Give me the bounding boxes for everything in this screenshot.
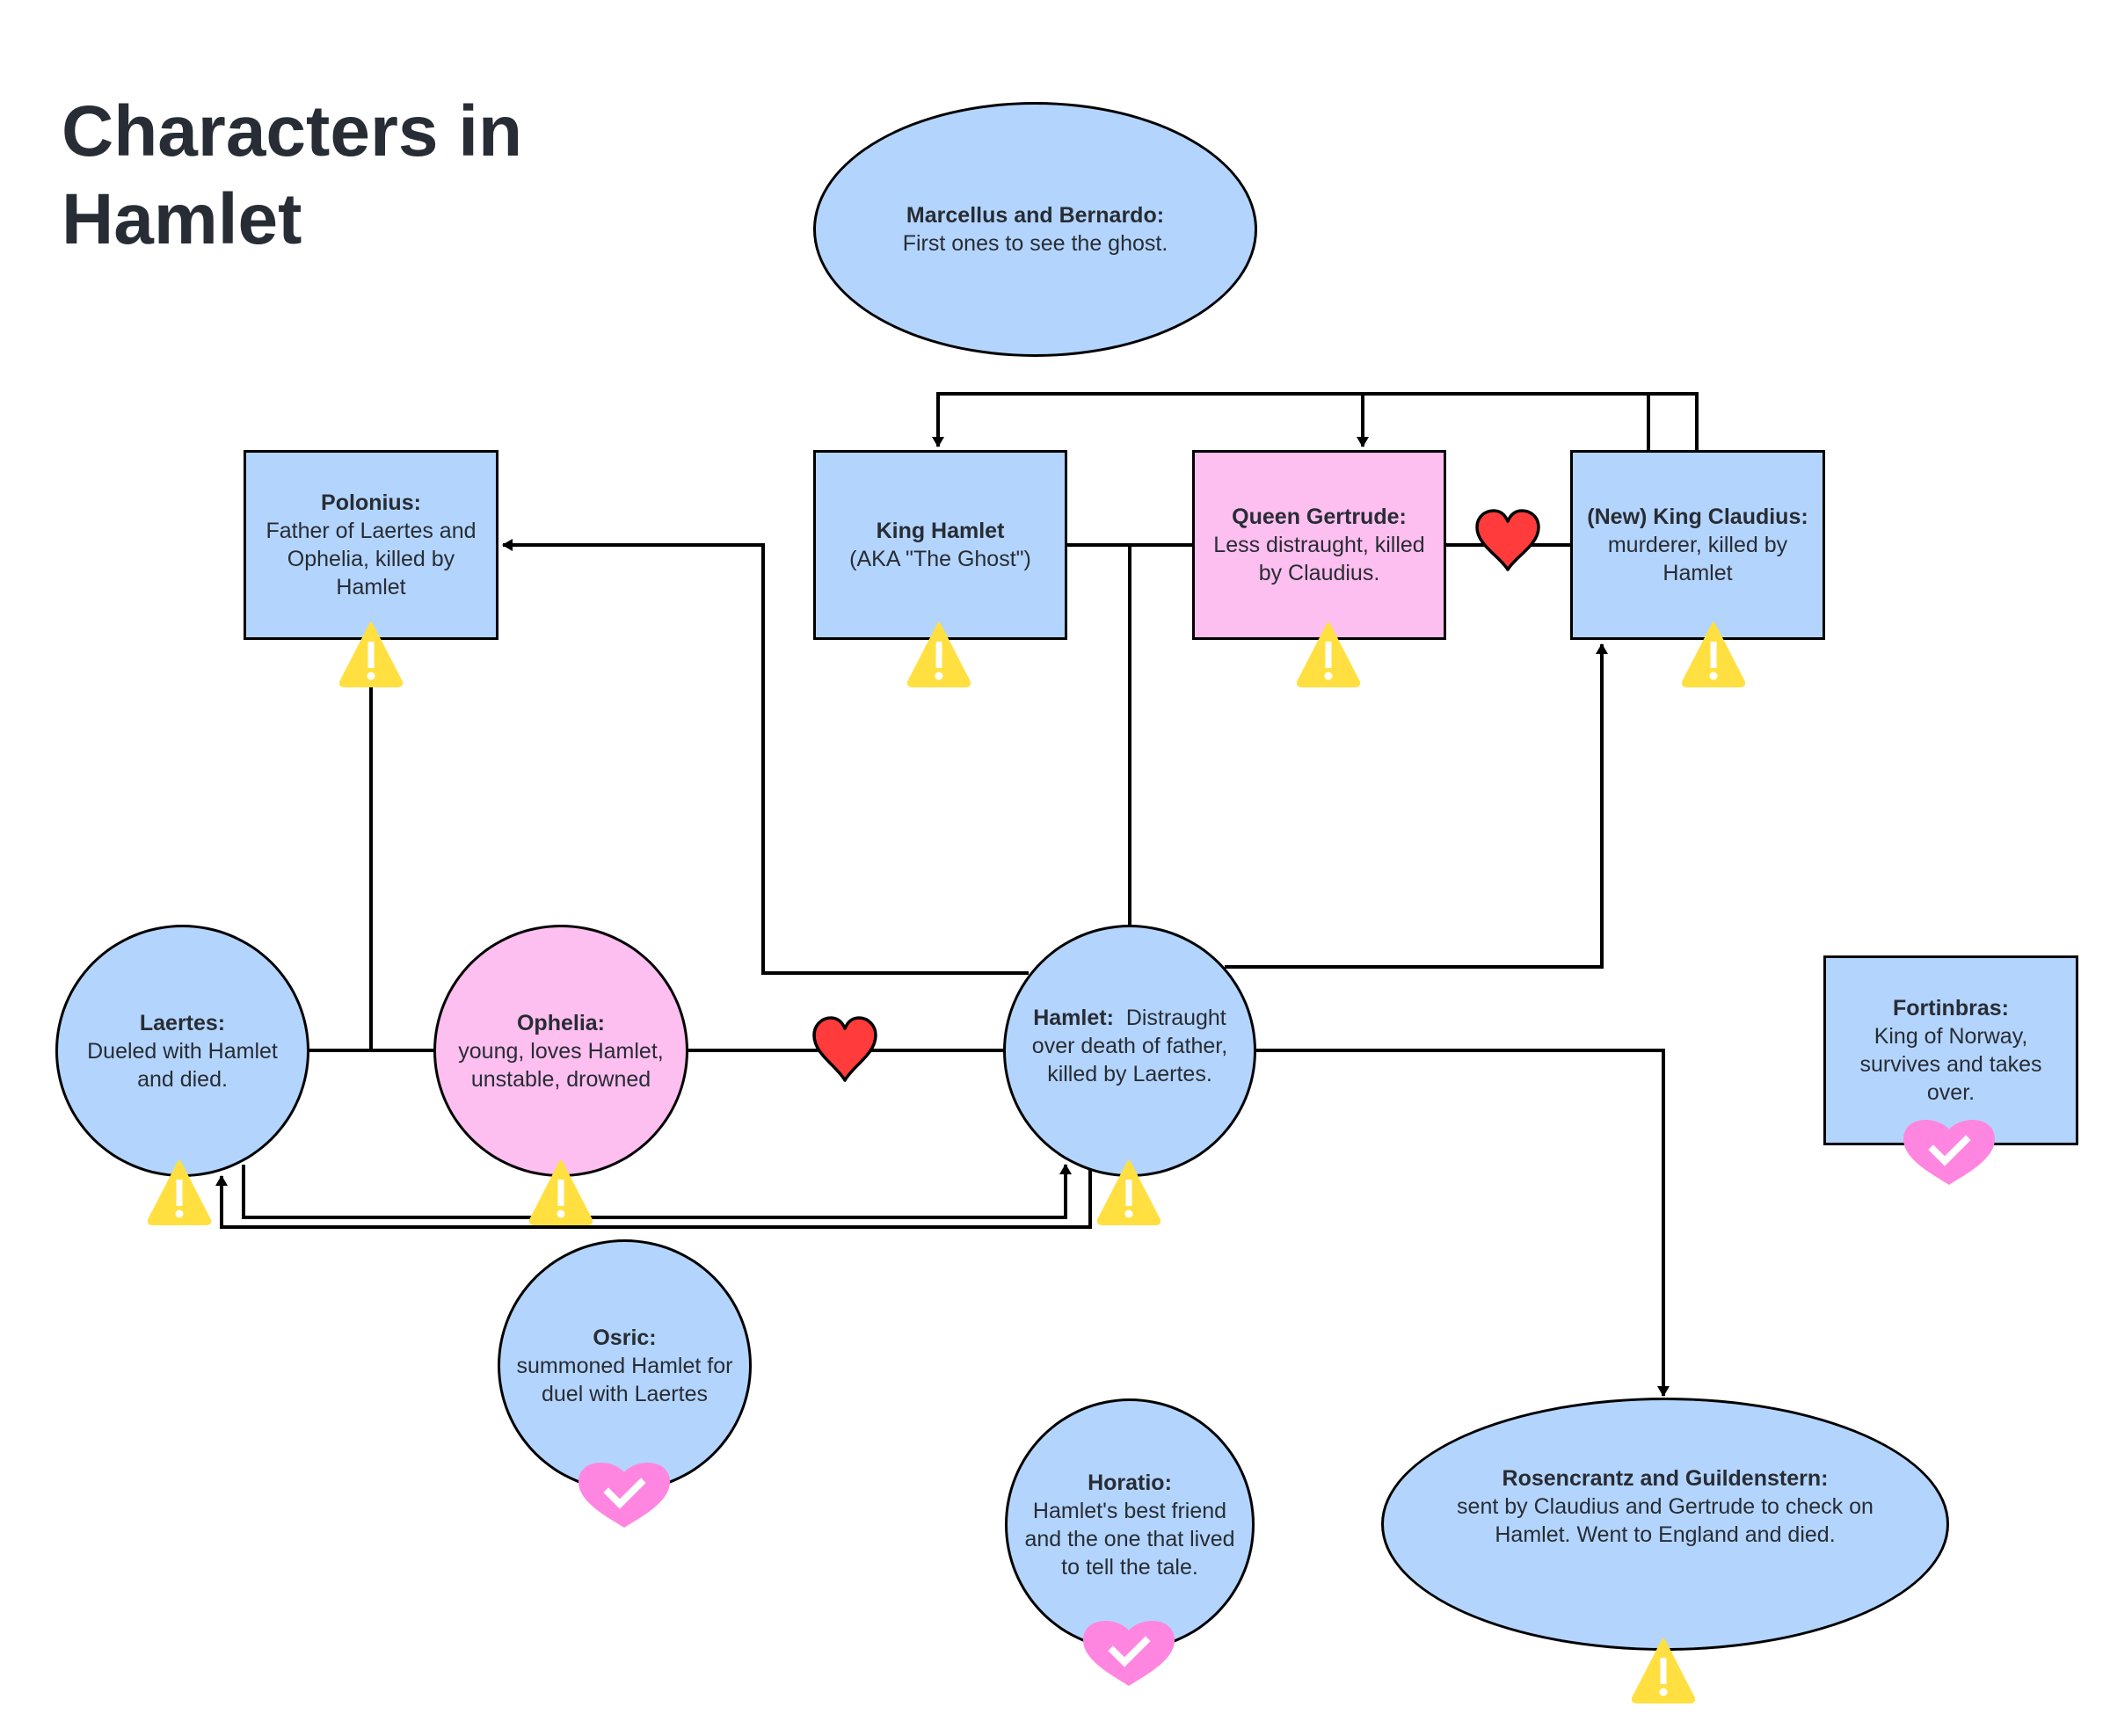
node-marcellus-bernardo[interactable]: Marcellus and Bernardo: First ones to see… (813, 102, 1257, 357)
warning-icon (1632, 1638, 1695, 1703)
node-osric[interactable]: Osric: summoned Hamlet for duel with Laer… (498, 1239, 752, 1492)
node-rosencrantz-guildenstern[interactable]: Rosencrantz and Guildenstern: sent by Cla… (1381, 1398, 1949, 1651)
node-claudius[interactable]: (New) King Claudius: murderer, killed by … (1570, 450, 1825, 640)
page-title: Characters in Hamlet (62, 91, 523, 259)
warning-icon (148, 1160, 211, 1225)
node-name: Marcellus and Bernardo: (906, 203, 1165, 228)
node-fortinbras[interactable]: Fortinbras: King of Norway, survives and … (1823, 955, 2078, 1145)
node-desc: sent by Claudius and Gertrude to check o… (1457, 1494, 1874, 1547)
node-name: (New) King Claudius: (1587, 505, 1808, 529)
node-name: Rosencrantz and Guildenstern: (1502, 1466, 1829, 1491)
node-name: Osric: (593, 1325, 657, 1350)
node-desc: Father of Laertes and Ophelia, killed by… (266, 519, 477, 599)
warning-icon (1097, 1160, 1160, 1225)
node-desc: Distraught over death of father, killed … (1031, 1005, 1228, 1086)
node-king-hamlet[interactable]: King Hamlet (AKA "The Ghost") (813, 450, 1067, 640)
node-name: Ophelia: (516, 1010, 605, 1035)
node-name: Laertes: (139, 1010, 226, 1035)
node-name: Queen Gertrude: (1232, 505, 1407, 529)
heart-check-icon (578, 1463, 670, 1528)
node-polonius[interactable]: Polonius: Father of Laertes and Ophelia, … (244, 450, 498, 640)
node-laertes[interactable]: Laertes: Dueled with Hamlet and died. (55, 925, 309, 1177)
heart-check-icon (1083, 1621, 1175, 1686)
edge-hamlet-to-polonius (502, 539, 1029, 975)
edge-hamlet-to-laertes (215, 1169, 1092, 1229)
warning-icon (529, 1160, 593, 1225)
node-desc: First ones to see the ghost. (902, 231, 1168, 256)
node-desc: (AKA "The Ghost") (849, 547, 1031, 571)
warning-icon (339, 622, 403, 687)
heart-check-icon (1903, 1120, 1995, 1185)
node-desc: murderer, killed by Hamlet (1607, 533, 1788, 585)
edge-hamlet-to-rosencrantz-guildenstern (1255, 1049, 1670, 1397)
node-queen-gertrude[interactable]: Queen Gertrude: Less distraught, killed b… (1192, 450, 1446, 640)
node-desc: Hamlet's best friend and the one that li… (1024, 1498, 1235, 1580)
node-name: Polonius: (321, 490, 421, 515)
edge-claudius-to-queen-gertrude (1357, 392, 1699, 450)
node-name: Horatio: (1088, 1470, 1172, 1495)
edge-laertes-to-hamlet (242, 1164, 1072, 1219)
node-desc: Dueled with Hamlet and died. (87, 1038, 278, 1092)
node-name: Fortinbras: (1893, 996, 2009, 1021)
node-name: Hamlet: (1033, 1005, 1114, 1030)
warning-icon (1297, 622, 1360, 687)
node-ophelia[interactable]: Ophelia: young, loves Hamlet, unstable, d… (433, 925, 688, 1177)
love-heart-icon (1475, 509, 1540, 571)
node-desc: Less distraught, killed by Claudius. (1213, 533, 1425, 585)
node-desc: summoned Hamlet for duel with Laertes (516, 1353, 733, 1406)
node-horatio[interactable]: Horatio: Hamlet's best friend and the one… (1005, 1398, 1255, 1651)
node-desc: King of Norway, survives and takes over. (1859, 1024, 2042, 1105)
node-name: King Hamlet (876, 519, 1005, 543)
warning-icon (1682, 622, 1745, 687)
edge-hamlet-to-claudius (1225, 643, 1608, 969)
node-hamlet-text: Hamlet: Distraught over death of father,… (1018, 1004, 1242, 1088)
edge-claudius-to-king-hamlet (932, 392, 1650, 450)
warning-icon (907, 622, 971, 687)
love-heart-icon (812, 1016, 877, 1082)
node-desc: young, loves Hamlet, unstable, drowned (458, 1038, 664, 1092)
node-hamlet[interactable]: Hamlet: Distraught over death of father,… (1003, 925, 1256, 1177)
